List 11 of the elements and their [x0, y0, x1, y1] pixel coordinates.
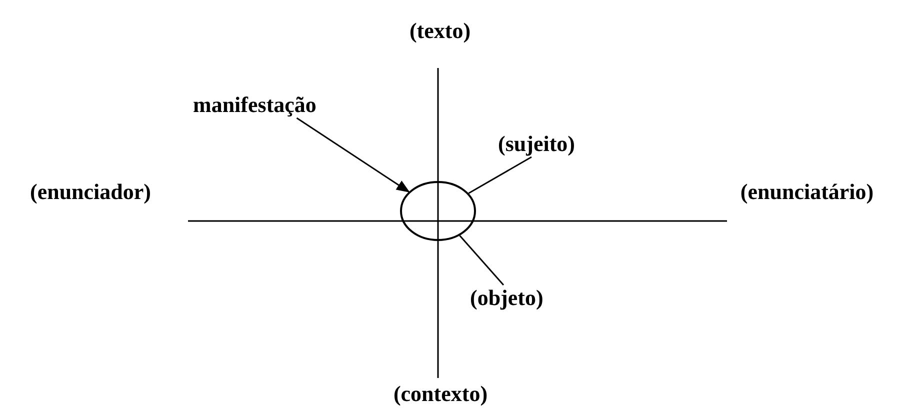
circle-shape: [400, 181, 476, 241]
node-label: (objeto): [470, 285, 560, 311]
node-label: (sujeito): [498, 131, 610, 157]
node-label: manifestação: [193, 92, 361, 118]
arrow: [296, 117, 410, 193]
axis-label: (contexto): [392, 381, 489, 407]
leader-line: [468, 156, 532, 194]
axis-label: (enunciatário): [739, 179, 875, 205]
axis-label: (texto): [408, 18, 472, 44]
leader-line: [459, 235, 504, 286]
axis-label: (enunciador): [29, 179, 152, 205]
